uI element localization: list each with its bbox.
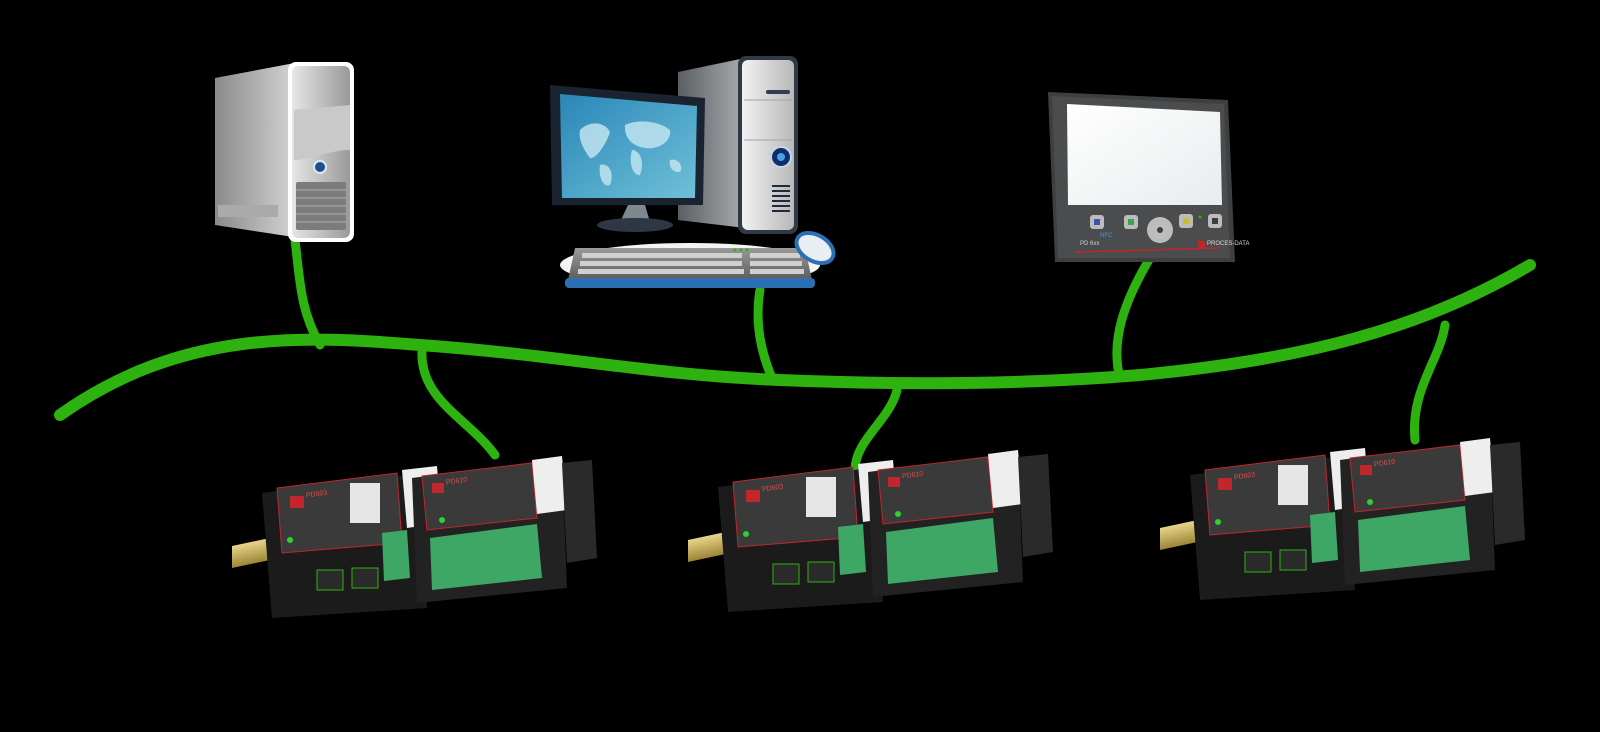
controller-3-icon [1160, 438, 1525, 600]
drop-controller-2 [850, 385, 902, 475]
drop-controller-1 [417, 347, 500, 460]
drop-controller-3 [1409, 320, 1450, 445]
desktop-pc-icon [550, 56, 836, 288]
drop-server [290, 235, 325, 350]
hmi-nfc-label: NFC [1100, 233, 1113, 239]
bus-main [54, 259, 1536, 421]
server-tower-icon [215, 62, 354, 242]
drop-workstation [753, 285, 777, 383]
hmi-buttons [1090, 214, 1222, 243]
hmi-panel-icon [1048, 92, 1235, 262]
drop-hmi [1112, 253, 1155, 383]
controller-2-icon [688, 450, 1053, 612]
network-bus [54, 235, 1536, 475]
controller-1-icon [232, 456, 597, 618]
hmi-brand-label: PROCES-DATA [1207, 241, 1250, 247]
hmi-model-label: PD 6xx [1080, 241, 1100, 247]
